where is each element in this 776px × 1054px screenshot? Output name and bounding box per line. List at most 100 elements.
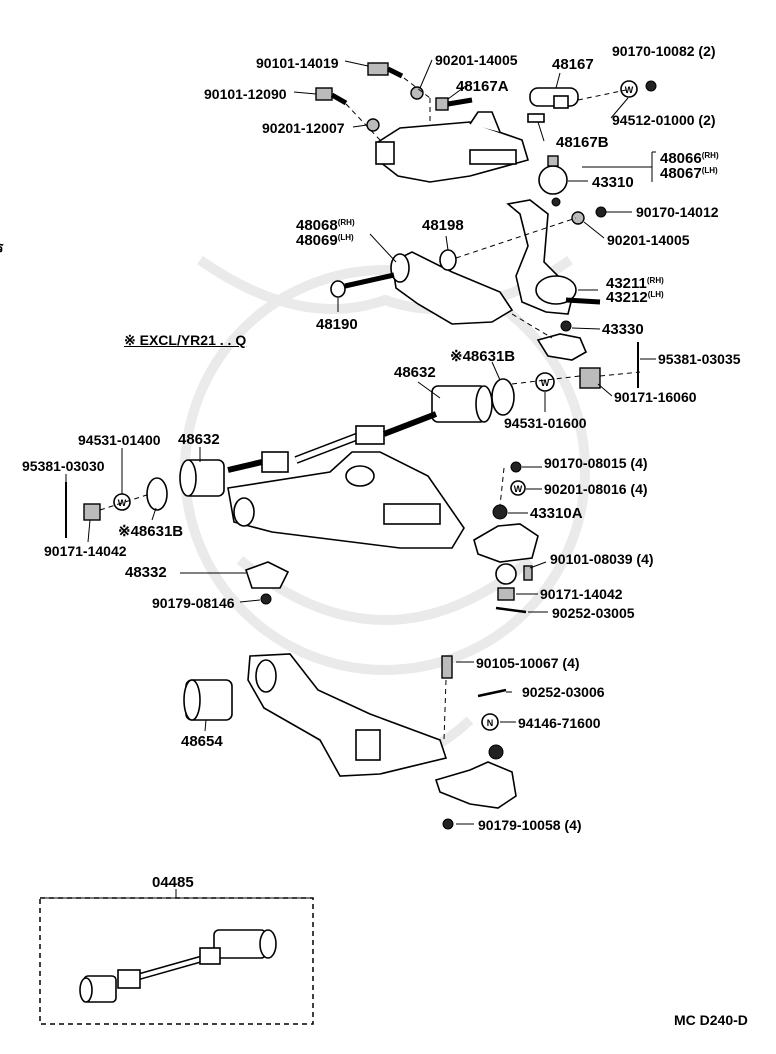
stopper-48332: [244, 561, 290, 589]
shaft-48167: [529, 87, 579, 109]
label-48654: 48654: [181, 733, 223, 750]
washer-94531-01600: W: [535, 372, 555, 392]
quantity: (2): [698, 112, 716, 128]
lower-arm-shaft: [227, 411, 438, 473]
label-43211: 43211(RH): [606, 276, 664, 291]
bolt-48167A: [435, 97, 473, 111]
label-90252-03006: 90252-03006: [522, 684, 605, 700]
label-48167A: 48167A: [456, 78, 509, 95]
nut-90171-14042-right: [497, 587, 515, 601]
nut-90170-10082: [645, 80, 657, 92]
side-marker: (RH): [646, 276, 664, 285]
part-number: 43212: [606, 289, 648, 306]
label-43212: 43212(LH): [606, 290, 664, 305]
label-43330: 43330: [602, 321, 644, 338]
label-48068: 48068(RH): [296, 218, 355, 233]
bolt-48190: [330, 272, 395, 298]
washer-94512-01000: W: [620, 80, 638, 98]
part-number: 43211: [606, 275, 647, 292]
label-48066: 48066(RH): [660, 151, 719, 166]
label-48632-left: 48632: [178, 431, 220, 448]
label-90171-16060: 90171-16060: [614, 389, 697, 405]
part-number: 90170-08015: [544, 455, 627, 471]
washer-90201-14005-mid: [571, 211, 585, 225]
label-48631B-left: ※48631B: [118, 523, 184, 540]
label-94531-01600: 94531-01600: [504, 415, 587, 431]
nut-90170-14012: [595, 206, 607, 218]
label-48198: 48198: [422, 217, 464, 234]
quantity: (4): [636, 551, 654, 567]
lower-arm-48654-bushing: [183, 679, 233, 721]
label-94512-01000: 94512-01000 (2): [612, 113, 716, 127]
label-90101-12090: 90101-12090: [204, 86, 287, 102]
washer-90201-12007: [366, 118, 380, 132]
label-48167: 48167: [552, 56, 594, 73]
part-number: 90179-10058: [478, 817, 561, 833]
label-90170-14012: 90170-14012: [636, 204, 719, 220]
part-number: 94512-01000: [612, 112, 695, 128]
washer-90201-14005-top: [410, 86, 424, 100]
label-95381-03035: 95381-03035: [658, 351, 741, 367]
washer-mark-w: W: [541, 378, 550, 388]
washer-mark-w: W: [514, 484, 523, 494]
pin-90252-03006: [477, 688, 507, 698]
bushing-48632-top: [431, 385, 493, 423]
lower-ball-joint: [434, 744, 517, 809]
knuckle-43211: [506, 199, 601, 315]
side-marker: (LH): [337, 233, 354, 242]
label-90171-14042-left: 90171-14042: [44, 543, 127, 559]
key-48167B: [527, 113, 545, 123]
label-90101-08039: 90101-08039 (4): [550, 552, 654, 566]
label-90105-10067: 90105-10067 (4): [476, 656, 580, 670]
washer-mark-n: N: [487, 718, 494, 728]
label-43310: 43310: [592, 174, 634, 191]
side-marker: (LH): [647, 290, 664, 299]
bolt-90101-08039: [523, 565, 533, 581]
part-number: 90201-08016: [544, 481, 627, 497]
edge-mark: ร: [0, 240, 4, 254]
label-94531-01400: 94531-01400: [78, 432, 161, 448]
bushing-48632-left: [179, 459, 225, 497]
label-48632-top: 48632: [394, 364, 436, 381]
label-90201-14005-mid: 90201-14005: [607, 232, 690, 248]
lower-arm-body: [227, 451, 465, 549]
label-90170-08015: 90170-08015 (4): [544, 456, 648, 470]
label-48190: 48190: [316, 316, 358, 333]
label-48069: 48069(LH): [296, 233, 354, 248]
bolt-90105-10067: [441, 655, 453, 679]
part-number: 90170-10082: [612, 43, 695, 59]
label-90101-14019: 90101-14019: [256, 55, 339, 71]
part-number: 90101-08039: [550, 551, 633, 567]
side-marker: (RH): [701, 151, 719, 160]
nut-90171-16060: [579, 367, 601, 389]
bushing-48631B-left: [146, 477, 168, 511]
upper-arm-48066: [375, 111, 530, 183]
label-90179-10058: 90179-10058 (4): [478, 818, 582, 832]
side-marker: (RH): [337, 218, 355, 227]
label-48631B-top: ※48631B: [450, 348, 516, 365]
bolt-90101-14019: [367, 62, 404, 79]
label-48332: 48332: [125, 564, 167, 581]
washer-94531-01400: W: [113, 493, 131, 511]
nut-90171-14042-left: [83, 503, 101, 521]
nut-90179-10058: [442, 818, 454, 830]
quantity: (2): [698, 43, 716, 59]
label-90201-12007: 90201-12007: [262, 120, 345, 136]
nut-90179-08146: [260, 593, 272, 605]
leader-lines: [65, 59, 656, 825]
label-90171-14042-right: 90171-14042: [540, 586, 623, 602]
label-48067: 48067(LH): [660, 166, 718, 181]
quantity: (4): [630, 455, 648, 471]
label-90170-10082: 90170-10082 (2): [612, 44, 716, 58]
diagram-code: MC D240-D: [674, 1012, 748, 1028]
nut-94146-71600: N: [481, 713, 499, 731]
ball-joint-43310A: [473, 504, 539, 585]
label-04485: 04485: [152, 874, 194, 891]
nut-90170-08015: [510, 461, 522, 473]
cushion-48198: [439, 249, 457, 271]
quantity: (4): [630, 481, 648, 497]
part-number: 48068: [296, 217, 338, 234]
ball-joint-43310: [538, 155, 568, 207]
lower-suspension-arm: [247, 653, 448, 777]
